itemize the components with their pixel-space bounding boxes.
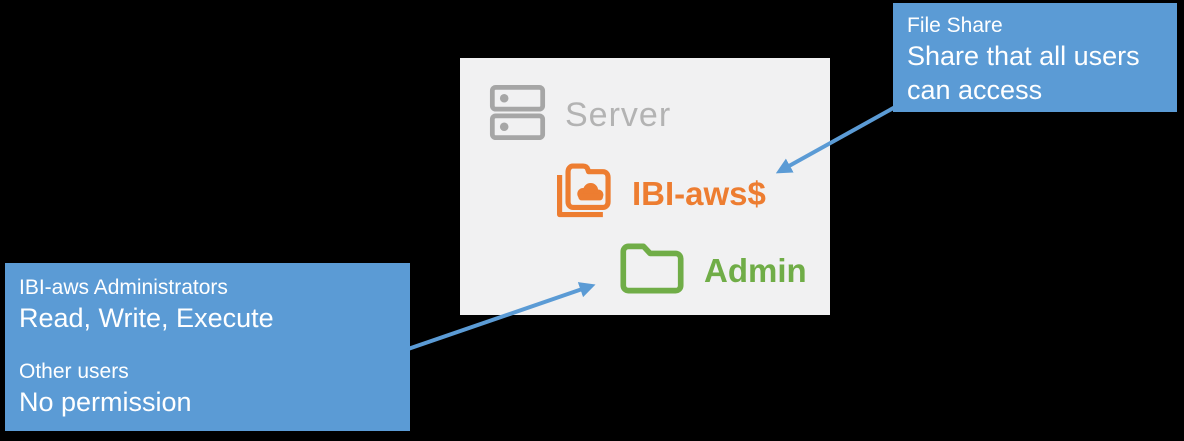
file-share-row: IBI-aws$ xyxy=(553,160,766,227)
server-row: Server xyxy=(489,84,671,146)
file-share-callout-body: Share that all users can access xyxy=(907,41,1140,105)
server-panel: Server IBI-aws$ xyxy=(460,58,830,315)
callout-spacer xyxy=(19,335,410,359)
folder-icon xyxy=(620,243,684,299)
server-label: Server xyxy=(565,95,672,134)
server-icon xyxy=(489,84,546,146)
admins-title: IBI-aws Administrators xyxy=(19,276,228,299)
others-body: No permission xyxy=(19,387,192,417)
admin-label: Admin xyxy=(704,252,807,289)
shared-folder-icon xyxy=(553,160,617,227)
cloud-icon xyxy=(577,183,604,201)
file-share-label: IBI-aws$ xyxy=(632,174,766,212)
file-share-callout-title: File Share xyxy=(907,14,1003,37)
others-title: Other users xyxy=(19,360,129,383)
admins-body: Read, Write, Execute xyxy=(19,303,274,333)
permissions-callout: IBI-aws Administrators Read, Write, Exec… xyxy=(5,263,410,431)
file-share-callout: File Share Share that all users can acce… xyxy=(893,3,1177,112)
admin-row: Admin xyxy=(620,243,807,299)
